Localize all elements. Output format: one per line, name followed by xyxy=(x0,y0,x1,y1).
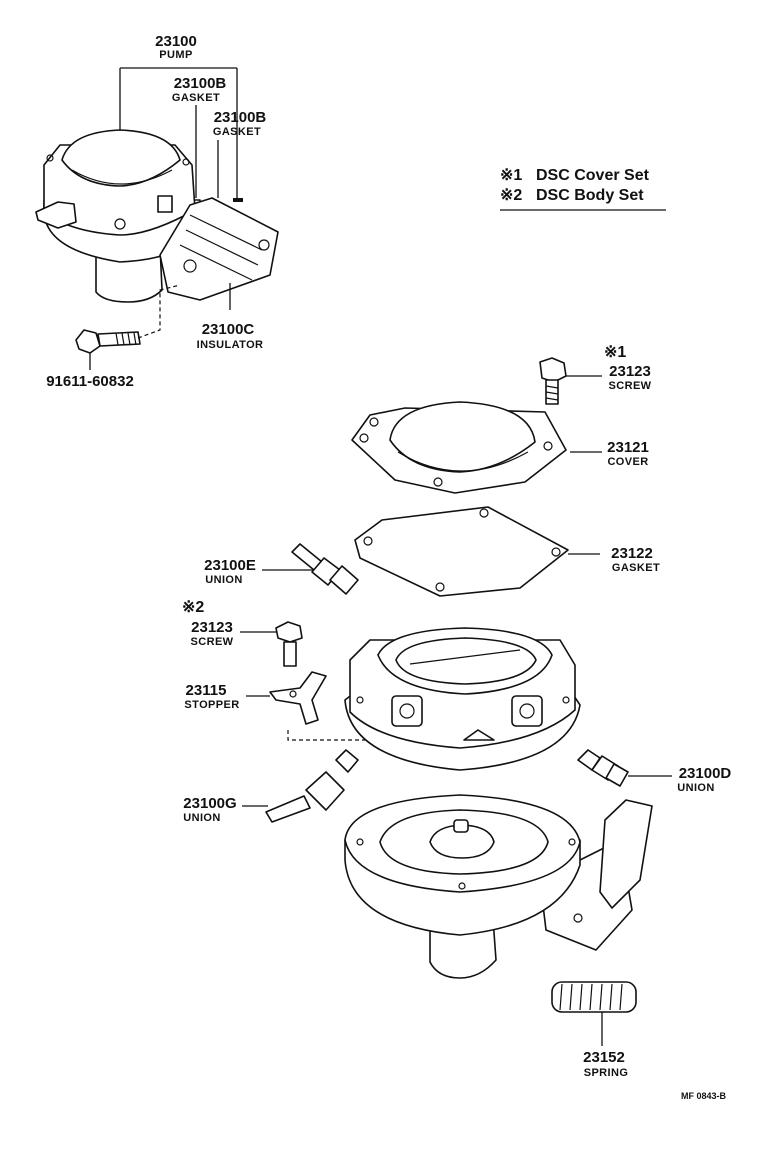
label-cover-screw-name: SCREW xyxy=(609,380,652,392)
label-body-screw-name: SCREW xyxy=(191,636,234,648)
upper-leader-lines xyxy=(89,67,238,370)
label-pump-name: PUMP xyxy=(159,49,192,61)
union-g-drawing xyxy=(242,749,359,823)
label-union-d-name: UNION xyxy=(677,782,714,794)
label-cover-gasket-name: GASKET xyxy=(612,562,660,574)
union-d-drawing xyxy=(577,749,672,787)
label-cover-screw-number: 23123 xyxy=(609,363,651,380)
label-cover-number: 23121 xyxy=(607,439,649,456)
label-gasket-1: 23100B GASKET xyxy=(172,75,227,104)
label-union-g-name: UNION xyxy=(183,812,220,824)
label-bolt: 91611-60832 xyxy=(46,373,134,390)
label-insulator-name: INSULATOR xyxy=(197,339,264,351)
label-cover: 23121 COVER xyxy=(607,439,649,468)
legend: ※1 DSC Cover Set ※2 DSC Body Set xyxy=(500,167,666,211)
label-spring-number: 23152 xyxy=(583,1049,625,1066)
label-body-screw-number: 23123 xyxy=(191,619,233,636)
label-union-g-number: 23100G xyxy=(183,795,236,812)
label-union-g: 23100G UNION xyxy=(183,795,236,824)
label-bolt-number: 91611-60832 xyxy=(46,373,134,390)
spring-drawing xyxy=(551,981,637,1046)
label-insulator: 23100C INSULATOR xyxy=(197,321,264,351)
label-cover-screw: ※1 23123 SCREW xyxy=(604,344,652,392)
label-union-e: 23100E UNION xyxy=(204,557,256,586)
cover-drawing xyxy=(351,401,602,494)
lower-housing-drawing xyxy=(344,794,653,979)
label-stopper-name: STOPPER xyxy=(184,699,239,711)
drawing-code: MF 0843-B xyxy=(681,1091,727,1101)
label-gasket-1-number: 23100B xyxy=(174,75,227,92)
label-body-screw-mark: ※2 xyxy=(182,599,204,616)
label-union-e-number: 23100E xyxy=(204,557,256,574)
label-cover-name: COVER xyxy=(607,456,648,468)
cover-gasket-drawing xyxy=(354,506,600,597)
label-union-d-number: 23100D xyxy=(679,765,732,782)
pump-body-drawing xyxy=(344,627,581,771)
legend-mark-2: ※2 xyxy=(500,187,522,204)
label-gasket-2-number: 23100B xyxy=(214,109,267,126)
label-cover-gasket: 23122 GASKET xyxy=(611,545,660,574)
label-cover-gasket-number: 23122 xyxy=(611,545,653,562)
assembled-pump-drawing xyxy=(35,129,279,354)
legend-text-1: DSC Cover Set xyxy=(536,167,650,184)
cover-screw-drawing xyxy=(539,357,602,405)
label-insulator-number: 23100C xyxy=(202,321,255,338)
label-union-e-name: UNION xyxy=(205,574,242,586)
label-spring: 23152 SPRING xyxy=(583,1049,628,1079)
label-pump-number: 23100 xyxy=(155,33,197,50)
label-gasket-2-name: GASKET xyxy=(213,126,261,138)
label-spring-name: SPRING xyxy=(584,1067,629,1079)
label-cover-screw-mark: ※1 xyxy=(604,344,626,361)
label-gasket-1-name: GASKET xyxy=(172,92,220,104)
body-screw-and-stopper-drawing xyxy=(240,621,383,741)
label-union-d: 23100D UNION xyxy=(677,765,731,794)
union-e-drawing xyxy=(262,543,359,595)
label-pump: 23100 PUMP xyxy=(155,33,197,61)
label-gasket-2: 23100B GASKET xyxy=(213,109,267,138)
legend-text-2: DSC Body Set xyxy=(536,187,644,204)
label-body-screw: ※2 23123 SCREW xyxy=(182,599,234,648)
label-stopper: 23115 STOPPER xyxy=(184,682,239,711)
legend-mark-1: ※1 xyxy=(500,167,522,184)
label-stopper-number: 23115 xyxy=(186,682,227,699)
